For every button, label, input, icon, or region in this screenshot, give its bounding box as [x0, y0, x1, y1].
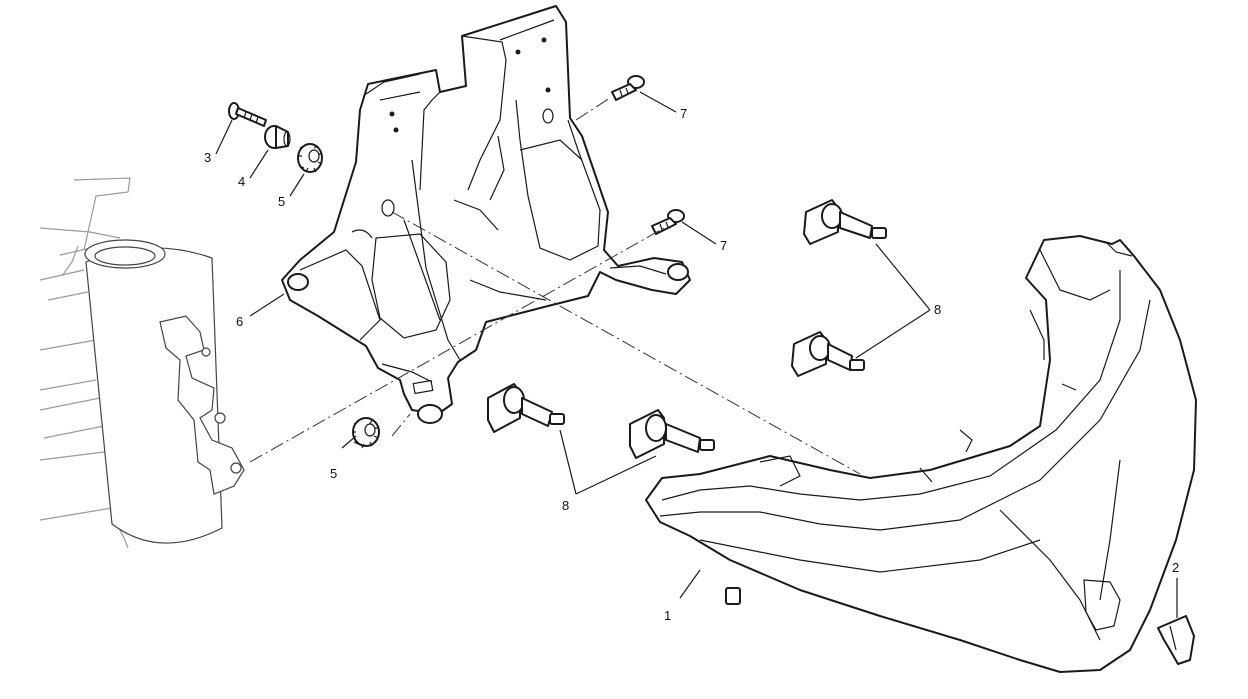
headlight-unit	[645, 235, 1197, 673]
callout-8-left: 8	[562, 498, 569, 513]
callout-5-upper: 5	[278, 194, 285, 209]
bulb-center	[629, 409, 715, 459]
bulb-mid-left	[487, 383, 565, 433]
callout-5-lower: 5	[330, 466, 337, 481]
callout-4: 4	[238, 174, 245, 189]
callout-7-lower: 7	[720, 238, 727, 253]
mounting-screw-upper	[611, 75, 645, 101]
callout-1: 1	[664, 608, 671, 623]
adjuster-screw	[228, 102, 267, 127]
headlight-bracket	[281, 5, 691, 424]
callout-6: 6	[236, 314, 243, 329]
leader-lines	[215, 91, 1178, 618]
bulb-mid-right	[791, 331, 865, 377]
adjuster-gear-lower	[352, 417, 380, 449]
adjuster-gear-top	[297, 143, 323, 173]
callout-labels: 1 2 3 4 5 5 6 7 7 8 8	[204, 106, 1179, 623]
callout-8-right: 8	[934, 302, 941, 317]
callout-2: 2	[1172, 560, 1179, 575]
assembly-alignment-lines	[249, 97, 861, 475]
adjuster-bushing	[264, 125, 291, 149]
retaining-clip	[1157, 615, 1195, 665]
bulb-top-right	[803, 199, 887, 245]
callout-3: 3	[204, 150, 211, 165]
mounting-screw-lower	[651, 209, 685, 235]
fork-tube	[84, 239, 245, 544]
callout-7-upper: 7	[680, 106, 687, 121]
